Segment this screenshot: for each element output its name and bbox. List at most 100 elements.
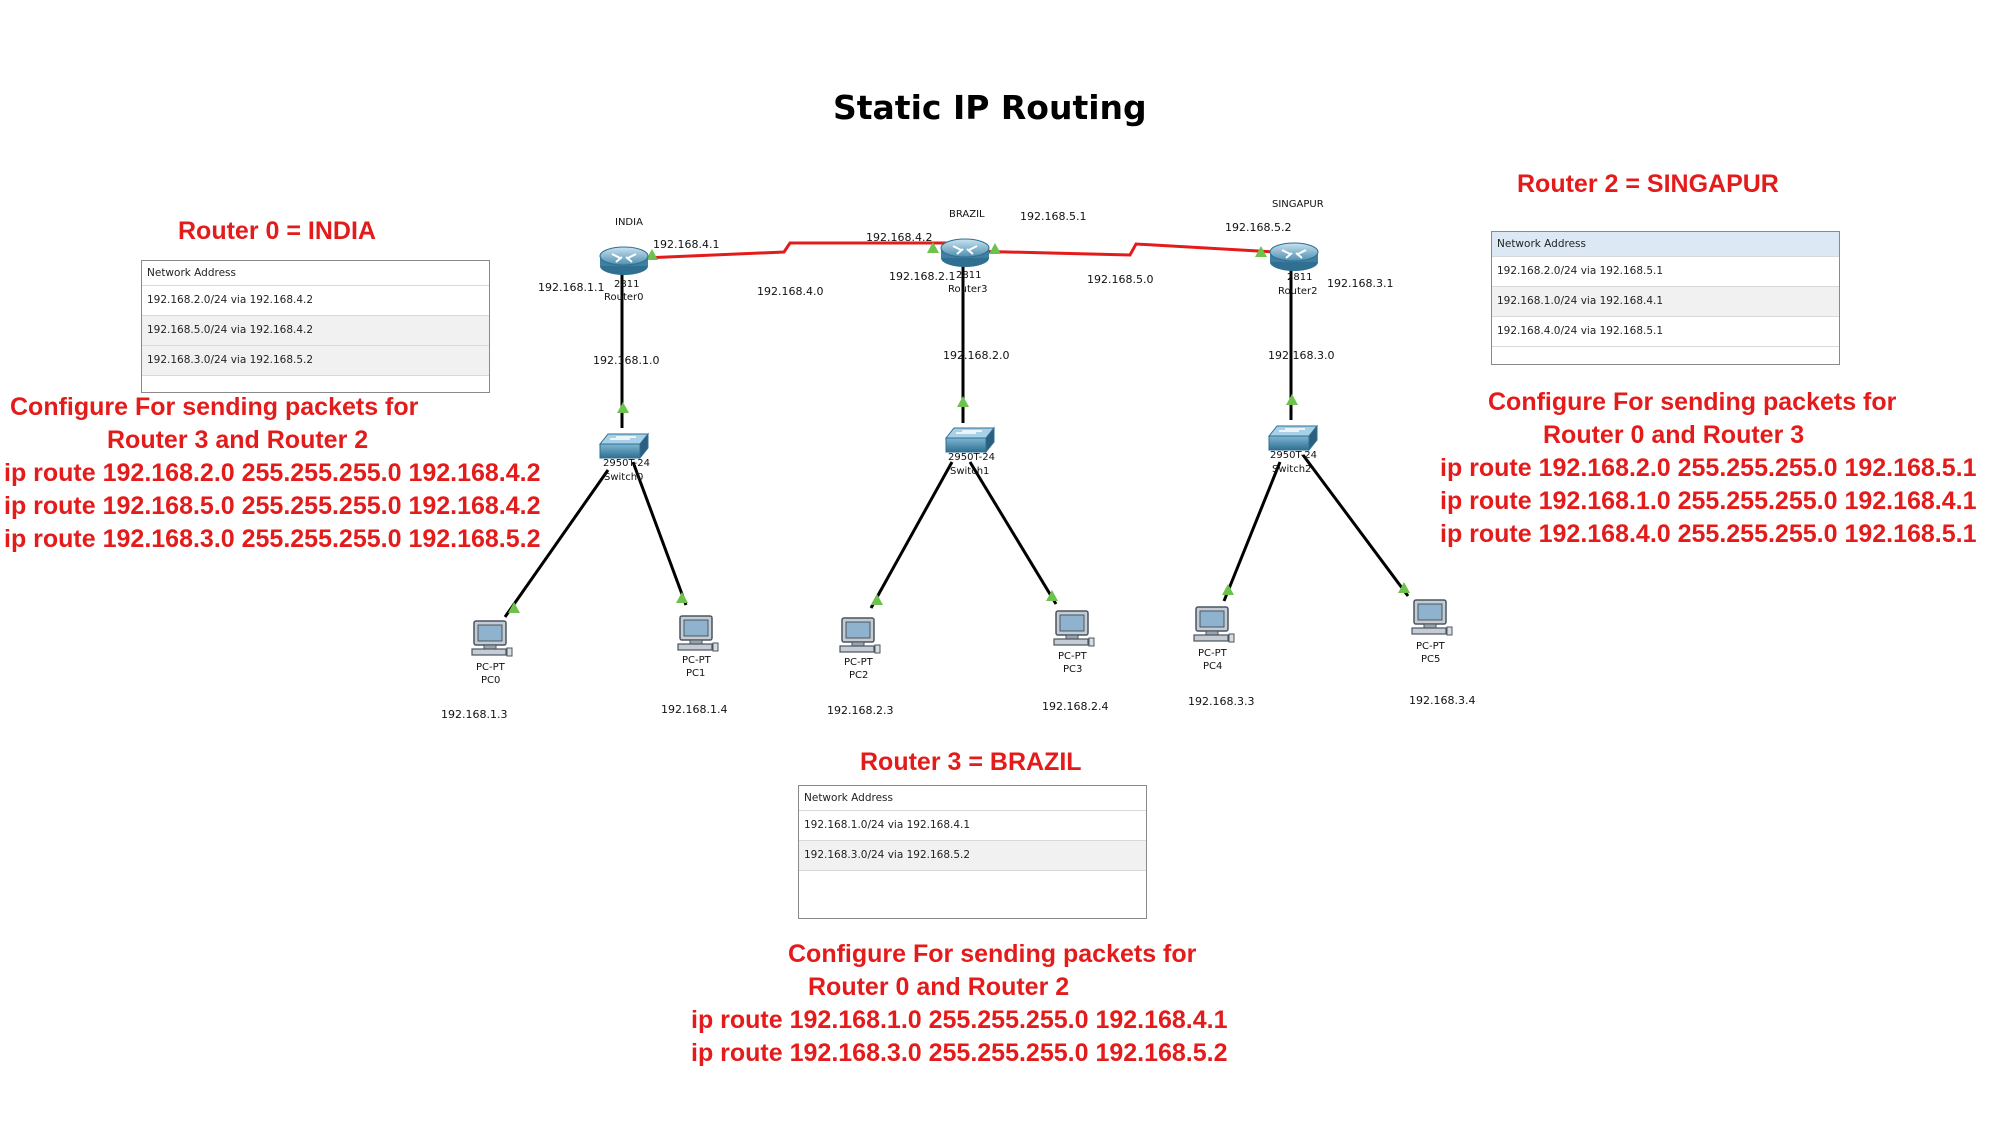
- switch1-label: Switch1: [950, 466, 990, 477]
- router2-config-line: ip route 192.168.4.0 255.255.255.0 192.1…: [1440, 520, 1977, 548]
- pc2-ip: 192.168.2.3: [827, 704, 894, 717]
- router-icon-router2[interactable]: [1269, 242, 1319, 272]
- switch2-label: Switch2: [1272, 464, 1312, 475]
- ip-label: 192.168.5.0: [1087, 273, 1154, 286]
- ip-label: 192.168.2.0: [943, 349, 1010, 362]
- router2-model: 2811: [1287, 272, 1313, 283]
- routing-table-header: Network Address: [1492, 232, 1839, 257]
- routing-table-row: 192.168.5.0/24 via 192.168.4.2: [142, 316, 489, 346]
- routing-table-row: 192.168.3.0/24 via 192.168.5.2: [142, 346, 489, 376]
- router0-config-line: ip route 192.168.2.0 255.255.255.0 192.1…: [4, 459, 541, 487]
- routing-table-header: Network Address: [142, 261, 489, 286]
- pc4-label: PC4: [1203, 661, 1223, 672]
- pc-icon-pc0[interactable]: [471, 620, 513, 657]
- router0-config-line: ip route 192.168.3.0 255.255.255.0 192.1…: [4, 525, 541, 553]
- router2-site-name: SINGAPUR: [1272, 199, 1324, 210]
- switch-icon-switch0[interactable]: [599, 433, 649, 459]
- page-title: Static IP Routing: [833, 88, 1147, 127]
- serial-link-r3-r2: [967, 242, 1276, 257]
- serial-link-r0-r3: [619, 241, 948, 261]
- switch-icon-switch2[interactable]: [1268, 425, 1318, 451]
- router0-config-line: Configure For sending packets for: [10, 393, 419, 421]
- router3-model: 2811: [956, 270, 982, 281]
- router-icon-router3[interactable]: [940, 238, 990, 268]
- pc-icon-pc5[interactable]: [1411, 599, 1453, 636]
- pc-icon-pc3[interactable]: [1053, 610, 1095, 647]
- router0-model: 2811: [614, 279, 640, 290]
- pc-icon-pc4[interactable]: [1193, 606, 1235, 643]
- pc1-ip: 192.168.1.4: [661, 703, 728, 716]
- router2-config-line: ip route 192.168.1.0 255.255.255.0 192.1…: [1440, 487, 1977, 515]
- switch1-model: 2950T-24: [948, 452, 995, 463]
- port-status-icon: [989, 243, 1001, 254]
- pc4-ip: 192.168.3.3: [1188, 695, 1255, 708]
- routing-table-router3: Network Address 192.168.1.0/24 via 192.1…: [798, 785, 1147, 919]
- routing-table-empty-row: [799, 871, 1146, 900]
- switch0-label: Switch0: [604, 472, 644, 483]
- routing-table-row: 192.168.2.0/24 via 192.168.5.1: [1492, 257, 1839, 287]
- ip-label: 192.168.1.0: [593, 354, 660, 367]
- ip-label: 192.168.2.1: [889, 270, 956, 283]
- pc1-type: PC-PT: [682, 655, 711, 666]
- router3-config-line: Router 0 and Router 2: [808, 973, 1070, 1001]
- switch2-model: 2950T-24: [1270, 450, 1317, 461]
- router2-label: Router2: [1278, 286, 1318, 297]
- router3-config-line: Configure For sending packets for: [788, 940, 1197, 968]
- pc-icon-pc1[interactable]: [677, 615, 719, 652]
- ip-label: 192.168.4.1: [653, 238, 720, 251]
- pc4-type: PC-PT: [1198, 648, 1227, 659]
- link-sw2-pc5: [1301, 454, 1410, 597]
- routing-table-router0: Network Address 192.168.2.0/24 via 192.1…: [141, 260, 490, 393]
- port-status-icon: [957, 396, 969, 407]
- pc5-label: PC5: [1421, 654, 1441, 665]
- link-sw1-pc2: [869, 461, 954, 609]
- pc0-ip: 192.168.1.3: [441, 708, 508, 721]
- switch-icon-switch1[interactable]: [945, 427, 995, 453]
- router0-config-line: Router 3 and Router 2: [107, 426, 369, 454]
- pc0-type: PC-PT: [476, 662, 505, 673]
- pc3-ip: 192.168.2.4: [1042, 700, 1109, 713]
- router3-label: Router3: [948, 284, 988, 295]
- switch0-model: 2950T-24: [603, 458, 650, 469]
- link-sw2-pc4: [1222, 461, 1282, 602]
- link-sw0-pc1: [631, 461, 688, 606]
- router3-heading: Router 3 = BRAZIL: [860, 748, 1082, 776]
- ip-label: 192.168.5.1: [1020, 210, 1087, 223]
- ip-label: 192.168.4.0: [757, 285, 824, 298]
- ip-label: 192.168.3.1: [1327, 277, 1394, 290]
- pc5-type: PC-PT: [1416, 641, 1445, 652]
- pc3-label: PC3: [1063, 664, 1083, 675]
- router-icon-router0[interactable]: [599, 246, 649, 276]
- router0-label: Router0: [604, 292, 644, 303]
- router3-config-line: ip route 192.168.3.0 255.255.255.0 192.1…: [691, 1039, 1228, 1067]
- routing-table-row: 192.168.2.0/24 via 192.168.4.2: [142, 286, 489, 316]
- router2-config-line: Router 0 and Router 3: [1543, 421, 1805, 449]
- router2-heading: Router 2 = SINGAPUR: [1517, 170, 1779, 198]
- router0-site-name: INDIA: [615, 217, 643, 228]
- pc5-ip: 192.168.3.4: [1409, 694, 1476, 707]
- routing-table-row: 192.168.1.0/24 via 192.168.4.1: [799, 811, 1146, 841]
- pc-icon-pc2[interactable]: [839, 617, 881, 654]
- ip-label: 192.168.4.2: [866, 231, 933, 244]
- link-sw0-pc0: [503, 469, 610, 618]
- port-status-icon: [617, 402, 629, 413]
- router3-config-line: ip route 192.168.1.0 255.255.255.0 192.1…: [691, 1006, 1228, 1034]
- port-status-icon: [1286, 394, 1298, 405]
- ip-label: 192.168.5.2: [1225, 221, 1292, 234]
- ip-label: 192.168.1.1: [538, 281, 605, 294]
- routing-table-row: 192.168.1.0/24 via 192.168.4.1: [1492, 287, 1839, 317]
- ip-label: 192.168.3.0: [1268, 349, 1335, 362]
- router3-site-name: BRAZIL: [949, 209, 985, 220]
- pc3-type: PC-PT: [1058, 651, 1087, 662]
- router0-config-line: ip route 192.168.5.0 255.255.255.0 192.1…: [4, 492, 541, 520]
- routing-table-router2: Network Address 192.168.2.0/24 via 192.1…: [1491, 231, 1840, 365]
- port-status-icon: [676, 592, 688, 603]
- router2-config-line: Configure For sending packets for: [1488, 388, 1897, 416]
- routing-table-row: 192.168.4.0/24 via 192.168.5.1: [1492, 317, 1839, 347]
- port-status-icon: [508, 602, 520, 613]
- pc0-label: PC0: [481, 675, 501, 686]
- pc1-label: PC1: [686, 668, 706, 679]
- pc2-type: PC-PT: [844, 657, 873, 668]
- pc2-label: PC2: [849, 670, 869, 681]
